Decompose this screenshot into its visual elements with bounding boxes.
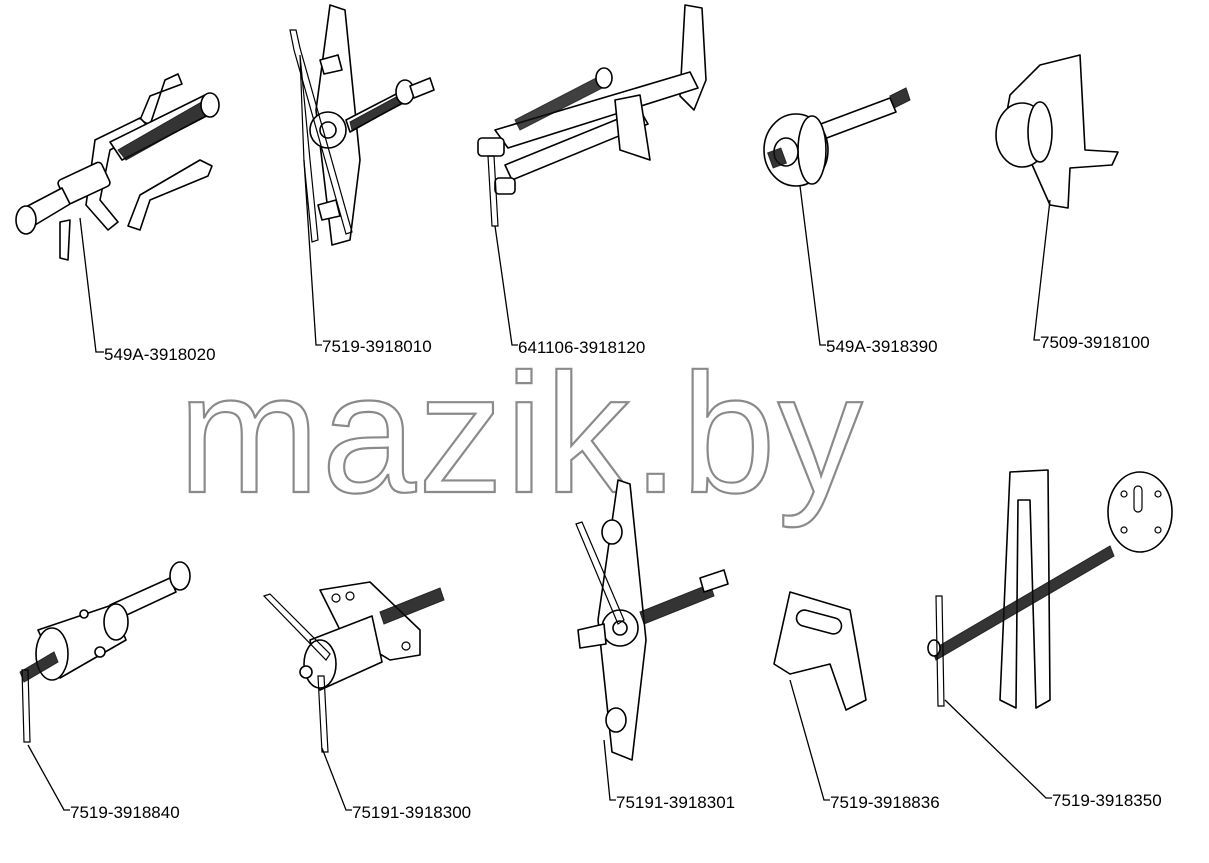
tool-bracket-puller <box>262 581 445 753</box>
leader-line-3 <box>494 225 518 346</box>
tool-cylinder-puller <box>19 561 191 743</box>
part-label-7519-3918836: 7519-3918836 <box>830 793 940 812</box>
tool-frame-with-disc <box>927 469 1173 709</box>
leader-line-2 <box>303 159 322 346</box>
leader-line-10 <box>944 699 1052 799</box>
part-label-75191-3918301: 75191-3918301 <box>616 793 735 812</box>
part-label-549a-3918390: 549A-3918390 <box>826 337 938 356</box>
leader-line-5 <box>1033 199 1051 341</box>
tool-puller-three-jaw <box>15 73 220 261</box>
leader-line-6 <box>27 744 70 811</box>
tool-plate-puller-long <box>575 479 729 761</box>
tool-shaped-plate <box>773 591 867 711</box>
part-label-549a-3918020: 549A-3918020 <box>104 345 216 364</box>
part-label-7519-3918350: 7519-3918350 <box>1052 791 1162 810</box>
part-label-75191-3918300: 75191-3918300 <box>352 803 471 822</box>
part-label-7509-3918100: 7509-3918100 <box>1040 333 1150 352</box>
part-label-641106-3918120: 641106-3918120 <box>518 338 645 357</box>
leader-line-9 <box>789 679 830 801</box>
tool-plate-puller <box>289 4 435 246</box>
part-label-7519-3918010: 7519-3918010 <box>322 337 432 356</box>
watermark-text: mazik.by <box>178 339 865 529</box>
part-label-7519-3918840: 7519-3918840 <box>70 803 180 822</box>
leader-line-1 <box>79 217 104 353</box>
tool-frame-puller <box>477 4 707 227</box>
leader-line-8 <box>603 739 616 801</box>
tool-press-plate <box>995 54 1119 209</box>
tool-bearing-mandrel <box>763 87 911 187</box>
leader-line-4 <box>799 185 826 346</box>
leader-line-7 <box>321 747 352 811</box>
